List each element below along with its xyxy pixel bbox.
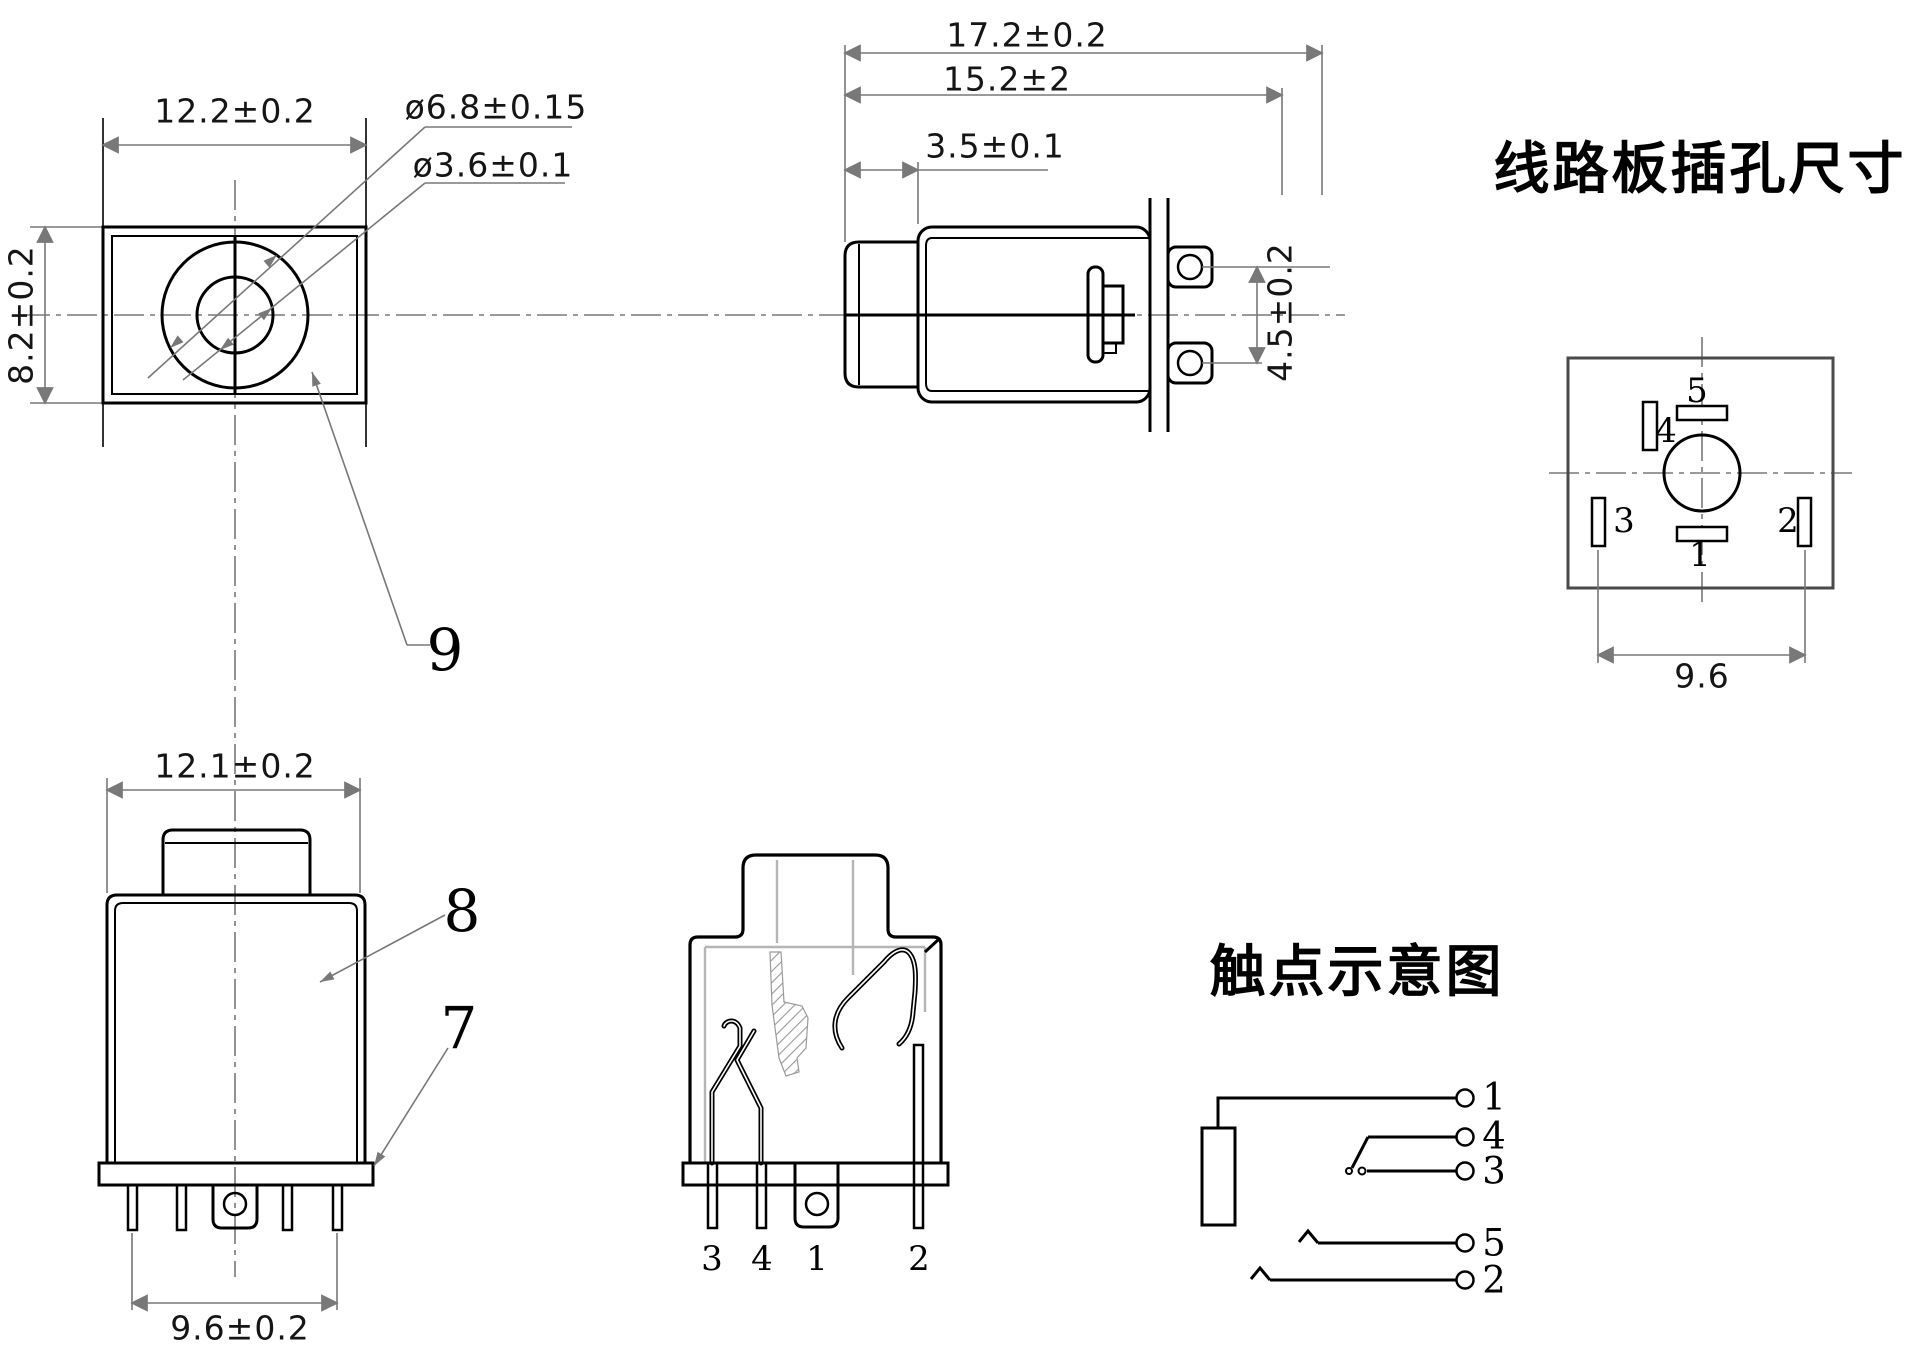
callout-7: 7 [440,994,478,1062]
pcb-pad-label-2: 2 [1777,501,1799,541]
callout-8: 8 [443,877,481,945]
side-view-graphics [843,44,1330,432]
pin-pitch-dimension: 9.6±0.2 [170,1308,310,1348]
terminal-label-3: 3 [1482,1149,1506,1193]
contact-diagram-title: 触点示意图 [1209,940,1505,1005]
pcb-layout-graphics [1566,356,1835,664]
bottom-width-dimension: 12.1±0.2 [154,746,316,786]
side-body-dimension: 15.2±2 [942,59,1072,99]
centerlines [20,180,1852,1277]
terminal-label-5: 5 [1482,1221,1506,1265]
front-view-graphics [30,118,572,646]
outer-diameter-dimension: ø6.8±0.15 [404,87,588,127]
side-overall-dimension: 17.2±0.2 [946,15,1108,55]
callout-9: 9 [426,616,464,684]
terminal-label-4: 4 [1482,1114,1506,1158]
section-pin-label-4: 4 [751,1239,773,1279]
section-view-graphics [681,853,950,1230]
bottom-view-graphics [97,778,449,1312]
inner-diameter-dimension: ø3.6±0.1 [412,145,574,185]
section-pin-label-2: 2 [908,1239,930,1279]
terminal-label-1: 1 [1482,1075,1506,1119]
section-pin-label-3: 3 [701,1239,723,1279]
pcb-pad-label-5: 5 [1686,371,1708,411]
side-collar-dimension: 3.5±0.1 [925,126,1065,166]
front-width-dimension: 12.2±0.2 [154,91,316,131]
section-pin-label-1: 1 [806,1239,828,1279]
pcb-layout-title: 线路板插孔尺寸 [1493,137,1907,202]
pcb-pitch-dimension: 9.6 [1674,656,1730,696]
pcb-pad-label-3: 3 [1613,501,1635,541]
pcb-pad-label-4: 4 [1655,411,1677,451]
front-height-dimension: 8.2±0.2 [1,245,41,385]
terminal-label-2: 2 [1482,1258,1506,1302]
contact-diagram-graphics [1200,1088,1475,1290]
lug-pitch-dimension: 4.5±0.2 [1260,242,1300,382]
pcb-pad-label-1: 1 [1689,535,1711,575]
